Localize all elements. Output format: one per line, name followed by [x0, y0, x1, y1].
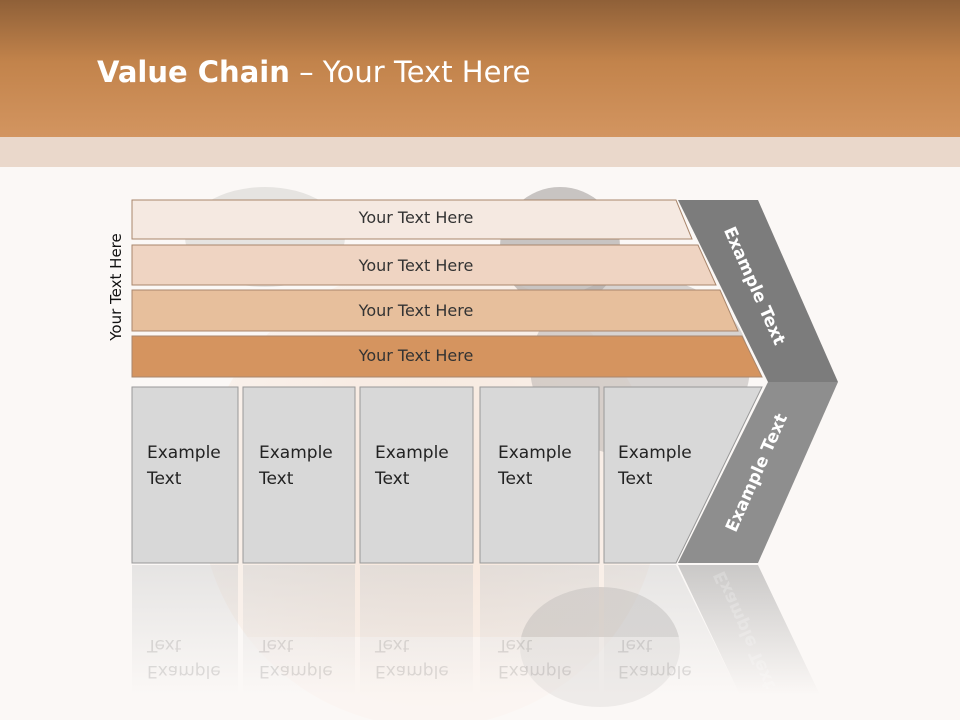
title-bold: Value Chain: [97, 55, 290, 89]
bar-3[interactable]: [131, 289, 739, 332]
bar-1[interactable]: [131, 199, 693, 240]
cell-4[interactable]: [479, 386, 600, 564]
cell-1-reflection: [132, 565, 238, 695]
cell-2[interactable]: [242, 386, 356, 564]
cell-2-reflection: [243, 565, 355, 695]
chevron-lower[interactable]: [678, 382, 838, 563]
bar-4-label: Your Text Here: [358, 346, 474, 365]
header-band: [0, 137, 960, 167]
bar-1-label: Your Text Here: [358, 208, 474, 227]
bar-2-label: Your Text Here: [358, 256, 474, 275]
cell-3-reflection: [360, 565, 473, 695]
cell-5-reflection: [604, 565, 740, 695]
bar-3-label: Your Text Here: [358, 301, 474, 320]
chevron-reflection: [678, 565, 820, 695]
title-rest: – Your Text Here: [289, 55, 531, 89]
bar-2[interactable]: [131, 244, 717, 286]
cell-5[interactable]: [603, 386, 763, 564]
cell-1[interactable]: [131, 386, 239, 564]
bar-4[interactable]: [131, 335, 763, 378]
chevron-upper[interactable]: [678, 200, 838, 382]
slide-title[interactable]: Value Chain – Your Text Here: [97, 55, 531, 89]
header-bar: [0, 0, 960, 137]
cell-4-reflection: [480, 565, 599, 695]
cell-3[interactable]: [359, 386, 474, 564]
